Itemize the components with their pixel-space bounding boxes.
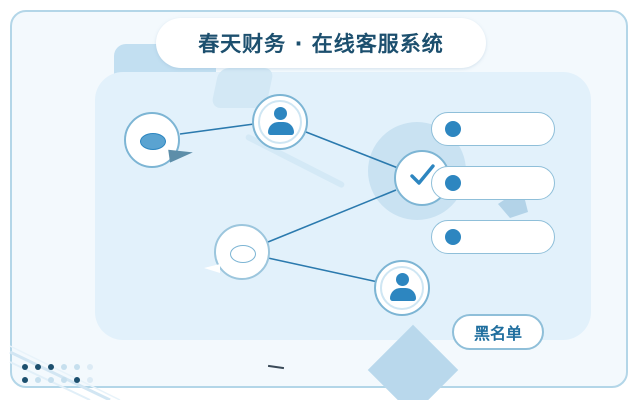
- link-chat-to-hub: [267, 189, 397, 243]
- user-avatar-body-icon: [390, 288, 416, 301]
- chat-node-secondary: [204, 224, 270, 280]
- link-user-to-hub: [305, 131, 399, 169]
- user-avatar-icon: [396, 273, 409, 286]
- dot-icon: [445, 175, 461, 191]
- link-chat-to-user: [179, 123, 255, 135]
- agent-node: [252, 94, 308, 150]
- checkmark-icon: [410, 164, 435, 185]
- chat-tail-icon: [204, 264, 220, 273]
- link-chat-to-user2: [267, 257, 379, 283]
- chat-bubble-icon: [140, 133, 166, 150]
- list-item[interactable]: [431, 112, 555, 146]
- page-title: 春天财务 · 在线客服系统: [198, 32, 444, 56]
- blacklist-button[interactable]: 黑名单: [452, 314, 544, 350]
- user-avatar-icon: [274, 107, 287, 120]
- customer-node: [374, 260, 430, 316]
- user-avatar-body-icon: [268, 122, 294, 135]
- title-banner: 春天财务 · 在线客服系统: [156, 18, 486, 68]
- dot-icon: [445, 229, 461, 245]
- dot-icon: [445, 121, 461, 137]
- list-item[interactable]: [431, 220, 555, 254]
- chat-node: [124, 112, 194, 168]
- chat-bubble-icon: [230, 245, 256, 263]
- list-item[interactable]: [431, 166, 555, 200]
